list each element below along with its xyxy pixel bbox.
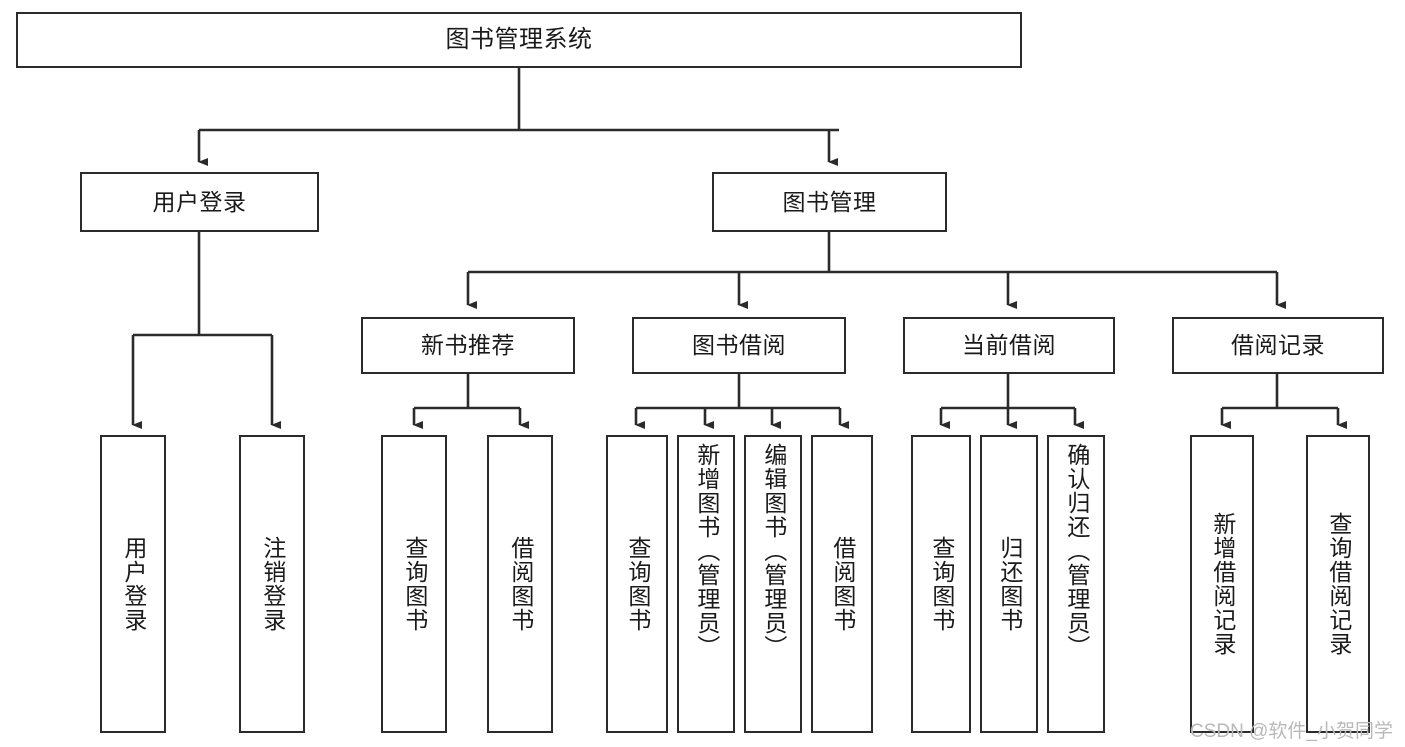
node-label: 当前借阅 [962, 332, 1056, 359]
node-leaf-edit-book-admin[interactable]: 编辑图书（管理员） [744, 435, 802, 733]
node-leaf-add-borrow-record[interactable]: 新增借阅记录 [1190, 435, 1254, 733]
node-label: 用户登录 [120, 536, 147, 632]
node-leaf-logout[interactable]: 注销登录 [239, 435, 305, 733]
node-borrow-record[interactable]: 借阅记录 [1172, 317, 1384, 374]
node-leaf-borrow-book[interactable]: 借阅图书 [811, 435, 873, 733]
node-leaf-query-borrow-record[interactable]: 查询借阅记录 [1306, 435, 1370, 733]
node-label: 借阅记录 [1231, 332, 1325, 359]
node-book-management[interactable]: 图书管理 [712, 172, 947, 232]
node-leaf-confirm-return-admin[interactable]: 确认归还（管理员） [1047, 435, 1105, 733]
node-label: 用户登录 [152, 188, 247, 215]
csdn-watermark: CSDN @软件_小贺同学 [1190, 721, 1393, 742]
node-label: 图书管理 [782, 188, 877, 215]
node-label: 注销登录 [259, 536, 286, 632]
node-label: 借阅图书 [507, 536, 534, 632]
node-label: 新增图书（管理员） [693, 443, 720, 659]
node-label: 新书推荐 [421, 332, 515, 359]
node-label: 查询图书 [928, 536, 955, 632]
node-new-book-recommend[interactable]: 新书推荐 [361, 317, 575, 374]
node-current-borrow[interactable]: 当前借阅 [903, 317, 1115, 374]
node-leaf-query-book-current[interactable]: 查询图书 [911, 435, 971, 733]
node-leaf-return-book[interactable]: 归还图书 [980, 435, 1038, 733]
node-label: 图书管理系统 [445, 26, 593, 54]
node-label: 归还图书 [996, 536, 1023, 632]
node-leaf-add-book-admin[interactable]: 新增图书（管理员） [677, 435, 735, 733]
node-leaf-query-book-recommend[interactable]: 查询图书 [381, 435, 447, 733]
node-book-borrow[interactable]: 图书借阅 [632, 317, 846, 374]
node-label: 图书借阅 [692, 332, 786, 359]
node-label: 借阅图书 [829, 536, 856, 632]
node-label: 查询图书 [401, 536, 428, 632]
node-leaf-query-book-borrow[interactable]: 查询图书 [606, 435, 668, 733]
node-label: 查询借阅记录 [1325, 512, 1352, 656]
node-user-login[interactable]: 用户登录 [80, 172, 319, 232]
node-leaf-borrow-book-recommend[interactable]: 借阅图书 [487, 435, 553, 733]
node-label: 新增借阅记录 [1209, 512, 1236, 656]
node-label: 确认归还（管理员） [1063, 443, 1090, 659]
node-root-book-management-system[interactable]: 图书管理系统 [16, 12, 1022, 68]
node-label: 编辑图书（管理员） [760, 443, 787, 659]
node-leaf-user-login[interactable]: 用户登录 [100, 435, 166, 733]
node-label: 查询图书 [624, 536, 651, 632]
